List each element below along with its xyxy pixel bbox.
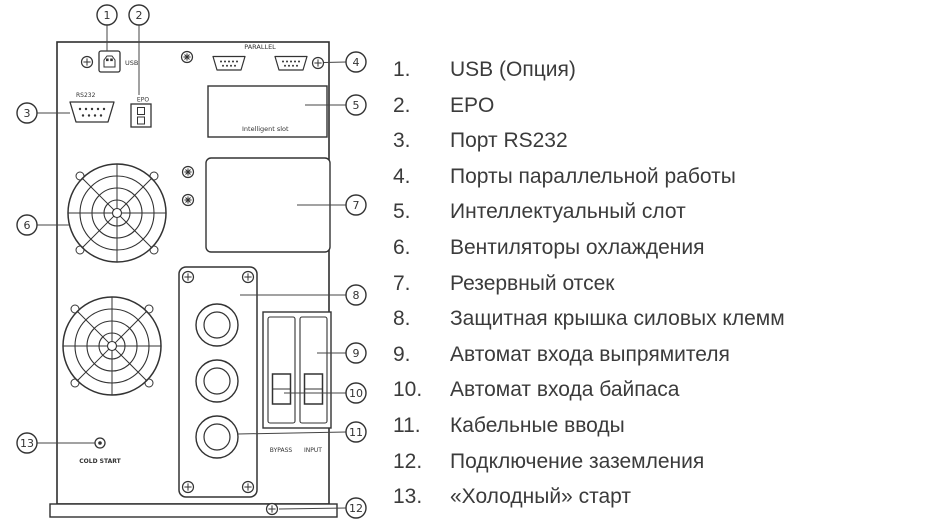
callout-5: 5 [345, 94, 367, 116]
svg-text:4: 4 [353, 56, 360, 69]
callout-10: 10 [345, 382, 367, 404]
screw-icon [241, 480, 255, 494]
usb-port [98, 50, 121, 73]
legend-item: 1. USB (Опция) [393, 52, 949, 88]
legend-item-number: 1. [393, 58, 411, 81]
screw-icon [181, 165, 195, 179]
screw-icon [181, 270, 195, 284]
svg-text:7: 7 [353, 199, 360, 212]
cable-glands [195, 303, 239, 459]
callout-12: 12 [345, 497, 367, 519]
legend-item: 13. «Холодный» старт [393, 479, 949, 515]
legend-item-number: 4. [393, 164, 411, 188]
ups-rear-panel-diagram: USB PARALLEL RS [16, 4, 367, 519]
callout-1: 1 [96, 4, 118, 26]
legend-item-number: 5. [393, 200, 411, 224]
callouts: 1 2 3 4 5 6 7 8 9 10 11 12 13 [16, 4, 367, 519]
cold-start-button [94, 437, 106, 449]
bypass-label: BYPASS [270, 447, 293, 454]
legend-item-label: Порты параллельной работы [450, 164, 736, 188]
legend-item-label: Кабельные вводы [450, 413, 625, 437]
callout-13: 13 [16, 432, 38, 454]
ground-screw [265, 502, 279, 516]
legend-item-label: «Холодный» старт [450, 485, 631, 509]
callout-7: 7 [345, 194, 367, 216]
svg-text:12: 12 [349, 502, 363, 515]
legend-item: 3. Порт RS232 [393, 123, 949, 159]
legend-item-label: EPO [450, 93, 495, 117]
legend-item-label: Порт RS232 [450, 129, 568, 153]
legend-item-number: 6. [393, 235, 411, 259]
legend-item-number: 10. [393, 378, 423, 402]
callout-2: 2 [128, 4, 150, 26]
legend-item: 9. Автомат входа выпрямителя [393, 337, 949, 373]
callout-3: 3 [16, 102, 38, 124]
svg-text:10: 10 [349, 387, 363, 400]
legend-item-label: Автомат входа байпаса [450, 378, 680, 402]
epo-connector [130, 103, 152, 128]
epo-label: EPO [137, 97, 149, 104]
callout-11: 11 [345, 421, 367, 443]
legend-item-number: 3. [393, 129, 411, 153]
intelligent-slot-label: Intelligent slot [242, 125, 289, 133]
svg-text:8: 8 [353, 289, 360, 302]
svg-text:5: 5 [353, 99, 360, 112]
screw-icon [180, 50, 194, 64]
terminal-cover [178, 266, 258, 498]
screw-icon [311, 56, 325, 70]
legend-item: 4. Порты параллельной работы [393, 159, 949, 195]
svg-text:6: 6 [24, 219, 31, 232]
legend-item-label: Резервный отсек [450, 271, 615, 295]
screw-icon [241, 270, 255, 284]
cold-start-label: COLD START [79, 458, 121, 465]
usb-label: USB [125, 59, 138, 67]
ups-base [49, 503, 338, 518]
breaker-panel [262, 311, 332, 429]
legend-item-number: 2. [393, 93, 411, 117]
callout-4: 4 [345, 51, 367, 73]
legend-item-number: 7. [393, 271, 411, 295]
callout-8: 8 [345, 284, 367, 306]
legend-item-label: Интеллектуальный слот [450, 200, 686, 224]
callout-lines [37, 25, 347, 510]
legend-item-number: 8. [393, 307, 411, 331]
callout-9: 9 [345, 342, 367, 364]
legend-item: 8. Защитная крышка силовых клемм [393, 301, 949, 337]
svg-text:1: 1 [104, 9, 111, 22]
legend-item: 5. Интеллектуальный слот [393, 194, 949, 230]
legend-item-number: 9. [393, 342, 411, 366]
parallel-label: PARALLEL [244, 43, 276, 51]
legend-item-label: Автомат входа выпрямителя [450, 342, 730, 366]
legend-item: 12. Подключение заземления [393, 444, 949, 480]
rs232-label: RS232 [76, 92, 96, 99]
intelligent-slot [207, 85, 328, 138]
legend-item: 7. Резервный отсек [393, 266, 949, 302]
input-label: INPUT [304, 447, 322, 454]
legend-item-number: 13. [393, 485, 423, 509]
legend-item-label: Вентиляторы охлаждения [450, 235, 705, 259]
svg-text:3: 3 [24, 107, 31, 120]
svg-text:9: 9 [353, 347, 360, 360]
svg-text:11: 11 [349, 426, 363, 439]
callout-6: 6 [16, 214, 38, 236]
screw-icon [80, 55, 94, 69]
svg-text:13: 13 [20, 437, 34, 450]
legend-item-number: 12. [393, 449, 423, 473]
screw-icon [181, 193, 195, 207]
parallel-ports [212, 55, 308, 71]
legend-item-label: Подключение заземления [450, 449, 705, 473]
screw-icon [181, 480, 195, 494]
diagram-area: USB PARALLEL RS [0, 0, 385, 522]
legend-list: 1. USB (Опция) 2. EPO 3. Порт RS232 4. Порты… [393, 52, 949, 515]
legend-item: 2. EPO [393, 88, 949, 124]
legend-item-label: USB (Опция) [450, 58, 576, 81]
legend-item: 11. Кабельные вводы [393, 408, 949, 444]
legend-item-number: 11. [393, 413, 421, 437]
svg-text:2: 2 [136, 9, 143, 22]
rs232-port [69, 101, 115, 123]
legend-item-label: Защитная крышка силовых клемм [450, 307, 785, 331]
legend-item: 6. Вентиляторы охлаждения [393, 230, 949, 266]
legend-item: 10. Автомат входа байпаса [393, 372, 949, 408]
